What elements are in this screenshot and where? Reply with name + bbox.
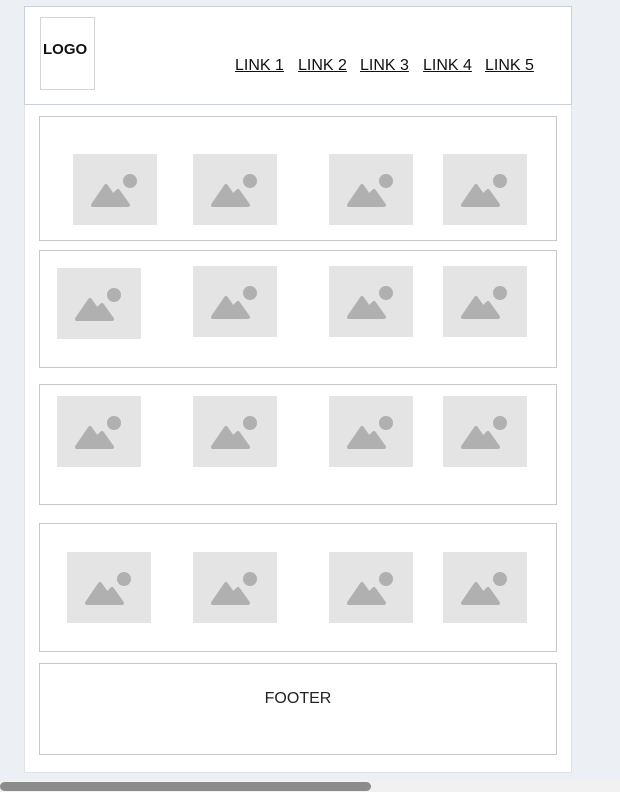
image-placeholder[interactable] <box>193 266 277 337</box>
footer-label: FOOTER <box>264 690 332 707</box>
image-placeholder[interactable] <box>193 154 277 225</box>
image-placeholder-icon <box>85 572 131 605</box>
image-placeholder-icon <box>211 572 257 605</box>
site-header: LOGO LINK 1 LINK 2 LINK 3 LINK 4 LINK 5 <box>24 6 572 105</box>
image-placeholder-icon <box>75 416 121 449</box>
image-placeholder[interactable] <box>329 154 413 225</box>
image-placeholder-icon <box>211 174 257 207</box>
nav-link-4[interactable]: LINK 4 <box>423 57 472 74</box>
gallery-row <box>39 384 557 505</box>
image-placeholder-icon <box>75 288 121 321</box>
image-placeholder-icon <box>461 416 507 449</box>
image-placeholder-icon <box>211 286 257 319</box>
image-placeholder-icon <box>347 572 393 605</box>
image-placeholder[interactable] <box>443 154 527 225</box>
logo[interactable]: LOGO <box>40 17 95 90</box>
nav-link-1[interactable]: LINK 1 <box>235 57 284 74</box>
scrollbar-thumb[interactable] <box>0 782 371 791</box>
image-placeholder-icon <box>461 174 507 207</box>
image-placeholder-icon <box>211 416 257 449</box>
image-placeholder-icon <box>91 174 137 207</box>
gallery-row <box>39 250 557 368</box>
gallery-row <box>39 116 557 241</box>
image-placeholder-icon <box>461 572 507 605</box>
image-placeholder[interactable] <box>57 396 141 467</box>
nav-link-5[interactable]: LINK 5 <box>485 57 534 74</box>
image-placeholder[interactable] <box>443 266 527 337</box>
horizontal-scrollbar[interactable] <box>0 780 620 792</box>
nav-link-2[interactable]: LINK 2 <box>298 57 347 74</box>
gallery-row <box>39 523 557 652</box>
image-placeholder[interactable] <box>329 266 413 337</box>
logo-text: LOGO <box>43 41 88 58</box>
image-placeholder[interactable] <box>193 396 277 467</box>
image-placeholder[interactable] <box>329 396 413 467</box>
image-placeholder[interactable] <box>57 268 141 339</box>
image-placeholder[interactable] <box>193 552 277 623</box>
image-placeholder-icon <box>347 286 393 319</box>
image-placeholder-icon <box>347 174 393 207</box>
image-placeholder-icon <box>347 416 393 449</box>
nav-link-3[interactable]: LINK 3 <box>360 57 409 74</box>
image-placeholder[interactable] <box>73 154 157 225</box>
site-footer: FOOTER <box>39 663 557 755</box>
image-placeholder[interactable] <box>443 552 527 623</box>
image-placeholder[interactable] <box>329 552 413 623</box>
image-placeholder[interactable] <box>67 552 151 623</box>
image-placeholder-icon <box>461 286 507 319</box>
image-placeholder[interactable] <box>443 396 527 467</box>
